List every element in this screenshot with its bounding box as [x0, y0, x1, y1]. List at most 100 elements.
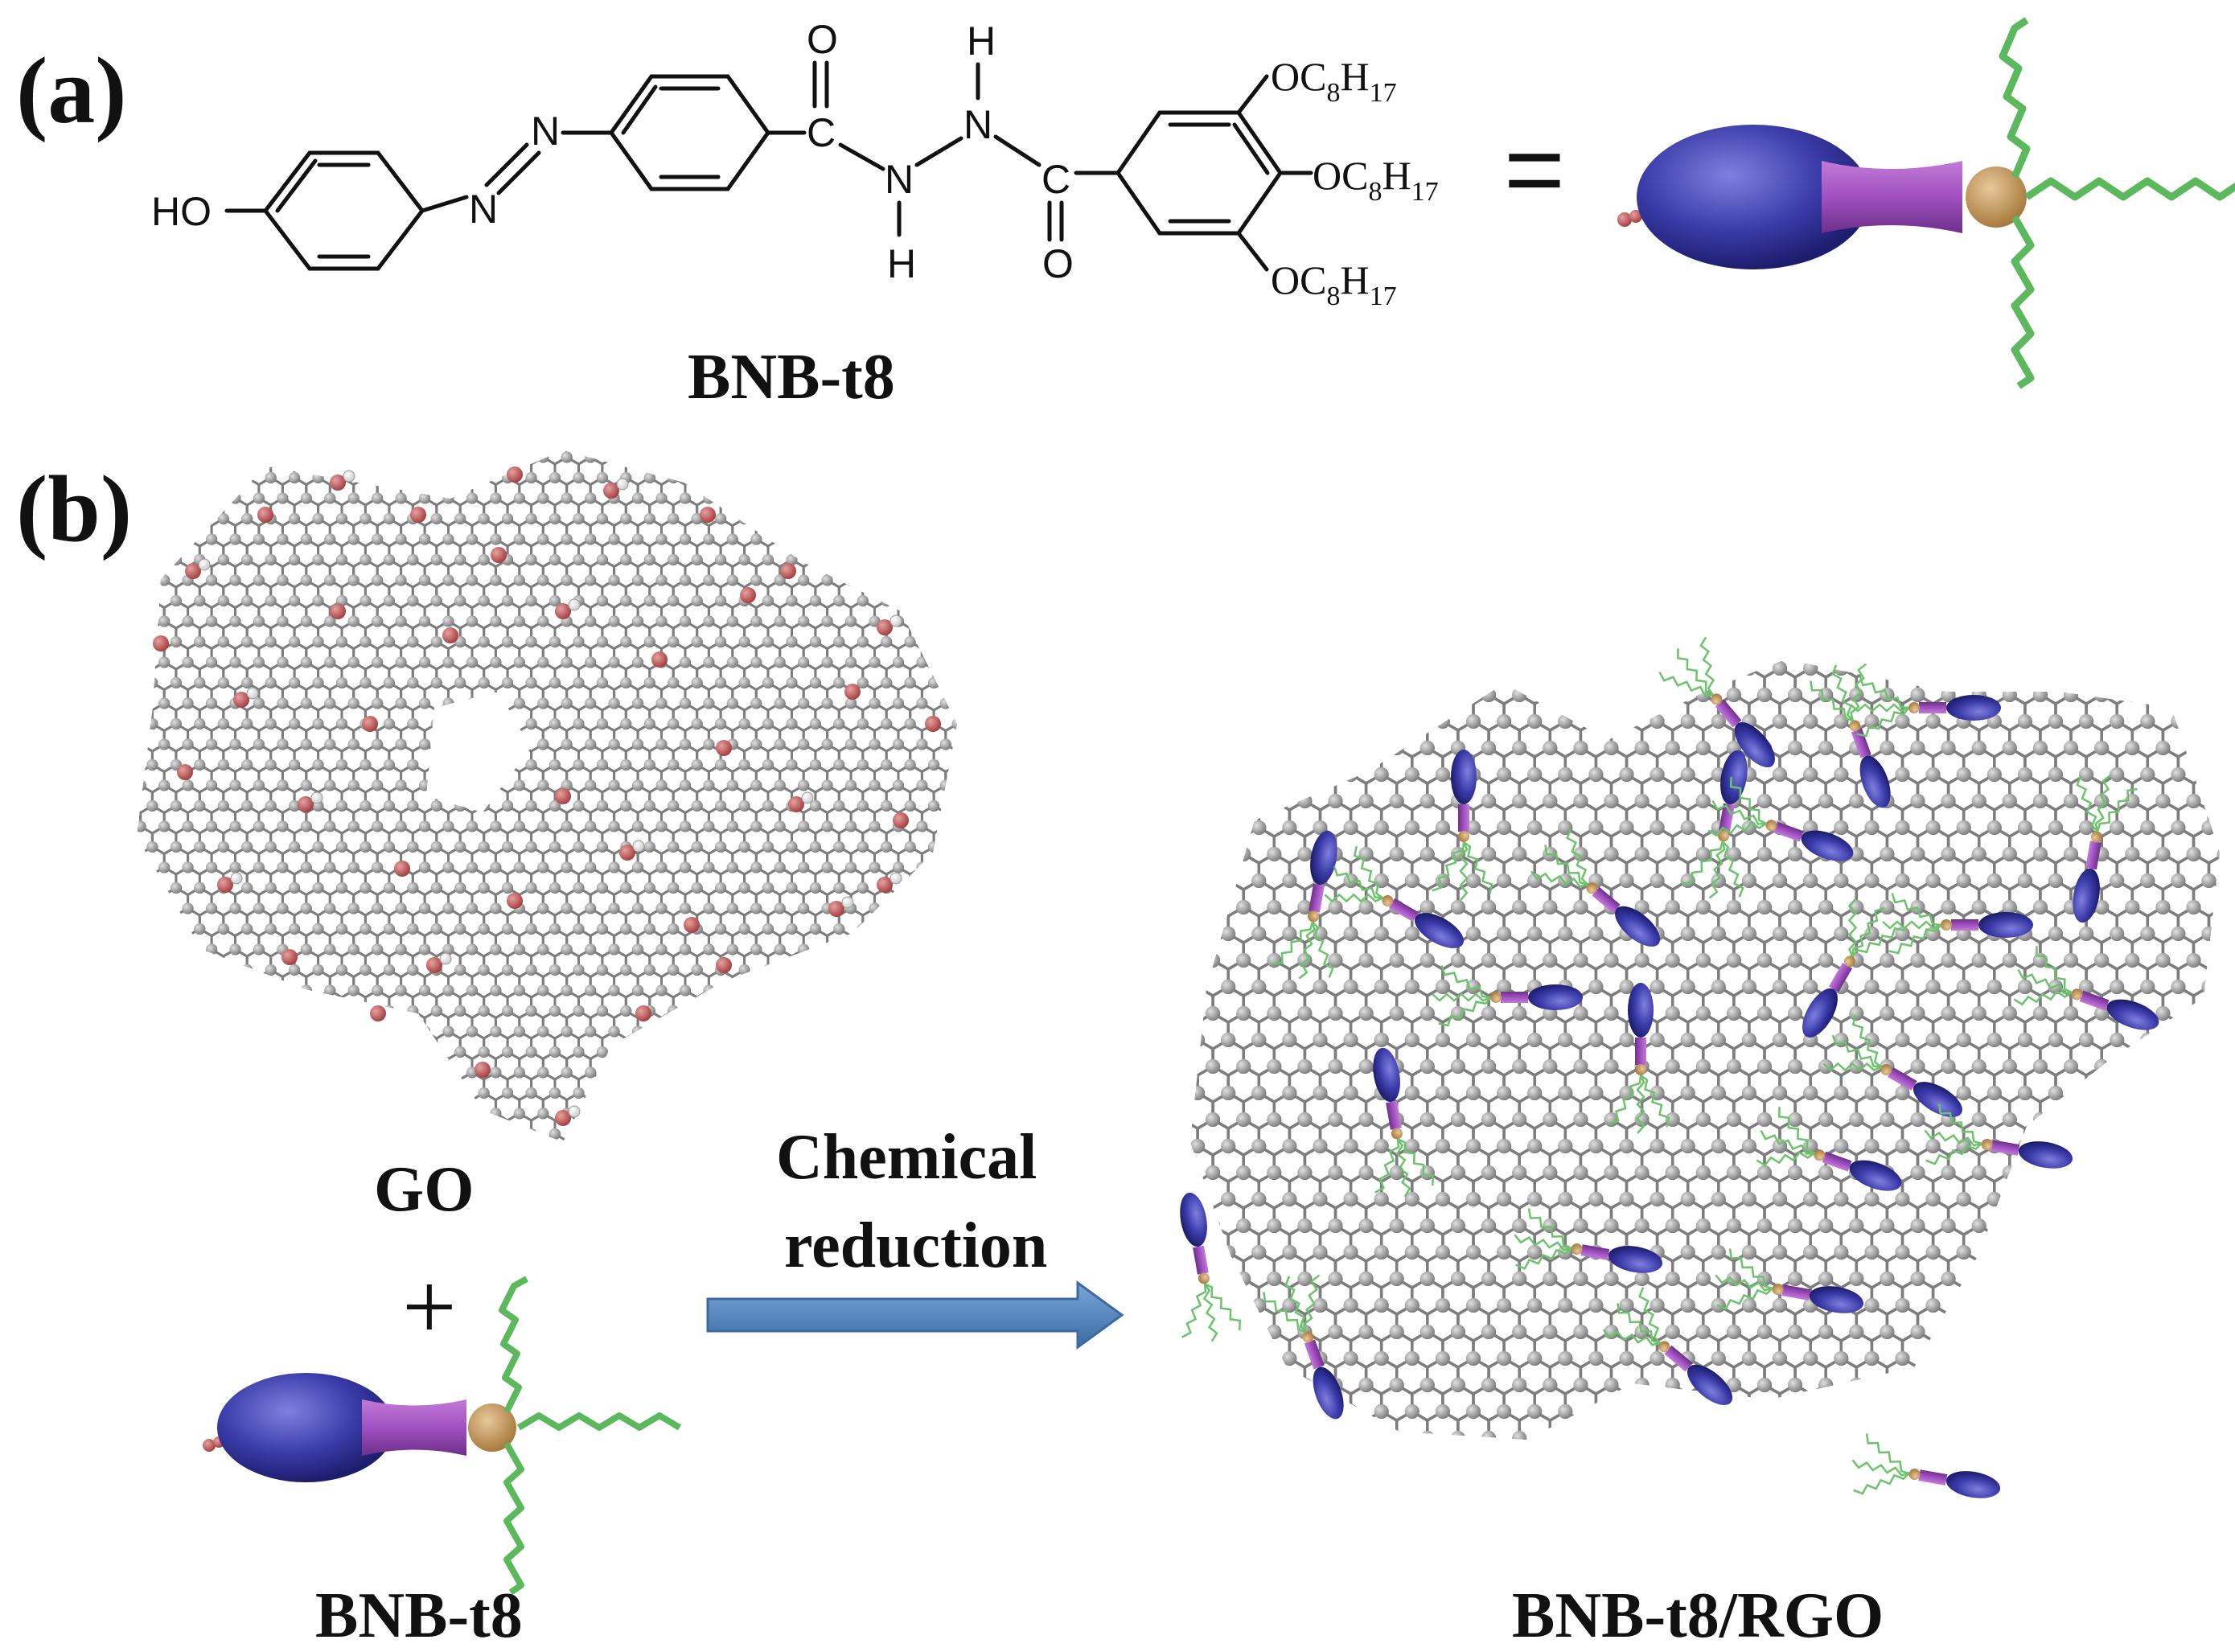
adsorbed-molecule: [1514, 1208, 1663, 1273]
oxygen-atom: [716, 957, 732, 973]
adsorbed-molecule: [1602, 1287, 1733, 1405]
adsorbed-molecule: [1324, 845, 1464, 948]
plus-sign: +: [402, 1253, 457, 1360]
hydrazide-linker: [1822, 161, 1962, 233]
oxygen-atom: [651, 651, 668, 668]
adsorbed-molecule: [1530, 828, 1661, 947]
arrow-label-line1: Chemical: [776, 1122, 1037, 1193]
adsorbed-molecule: [1810, 663, 1891, 808]
oxygen-atom: [185, 563, 201, 579]
oxygen-atom: [330, 603, 346, 619]
atom-n-hydrazide-1: N: [885, 157, 914, 202]
adsorbed-molecule: [1882, 893, 2033, 955]
gallate-core: [1966, 166, 2027, 228]
oxygen-atom: [716, 740, 732, 756]
oxygen-atom: [684, 917, 700, 933]
adsorbed-molecule: [1608, 983, 1670, 1134]
atom-n-azo-2: N: [531, 109, 560, 154]
oxygen-atom: [844, 684, 861, 700]
molecule-name-label: BNB-t8: [688, 342, 895, 413]
rgo-sheet-model: [1180, 636, 2220, 1498]
oxygen-atom: [298, 796, 314, 812]
oxygen-atom: [442, 627, 458, 643]
oxygen-atom: [603, 483, 619, 499]
oxygen-atom: [780, 563, 796, 579]
atom-o-top: O: [807, 17, 838, 62]
oxygen-atom: [370, 1005, 386, 1021]
oxygen-atom: [740, 587, 756, 603]
oxygen-atom: [555, 603, 571, 619]
adsorbed-molecule: [1715, 1248, 1864, 1313]
arrow-shape: [706, 1280, 1124, 1350]
atom-n-hydrazide-2: N: [963, 102, 992, 147]
oxygen-atom: [233, 692, 249, 708]
atom-ho: HO: [151, 189, 212, 234]
oxygen-atom: [257, 507, 273, 523]
oxygen-atom: [619, 844, 635, 861]
go-sheet-model: [137, 450, 957, 1142]
adsorbed-molecule: [1756, 1107, 1902, 1191]
oxygen-atom: [555, 788, 571, 804]
oxygen-atom: [877, 877, 893, 893]
alkyl-chain: [2024, 177, 2235, 201]
atom-o-bottom: O: [1042, 241, 1074, 286]
adsorbed-bnb-t8-molecules: [1180, 636, 2159, 1498]
oxygen-atom: [153, 635, 169, 651]
adsorbed-molecule: [1272, 830, 1337, 980]
oxygen-atom: [410, 507, 426, 523]
substituent-oc8h17-top: OC8H17: [1271, 54, 1397, 108]
oxygen-atom: [394, 861, 410, 877]
go-carbon-lattice: [137, 450, 957, 1142]
atom-c-2: C: [1041, 157, 1070, 202]
gallate-ring: [1115, 110, 1284, 236]
oxygen-atom: [426, 957, 442, 973]
adsorbed-molecule: [2073, 774, 2138, 923]
go-label: GO: [374, 1154, 474, 1225]
equals-sign: =: [1504, 110, 1565, 228]
oxygen-atom: [475, 1062, 491, 1078]
arrow-label-line2: reduction: [784, 1210, 1047, 1281]
adsorbed-molecule: [1802, 898, 1905, 1038]
oxygen-atom: [555, 1110, 571, 1126]
oxygen-atom: [217, 877, 233, 893]
reactant-label: BNB-t8: [315, 1580, 523, 1651]
adsorbed-molecule: [1850, 676, 2001, 738]
bnb-t8-schematic-a: [1617, 17, 2235, 389]
oxygen-atom: [491, 547, 507, 563]
product-label: BNB-t8/RGO: [1512, 1580, 1884, 1651]
panel-a: (a) HO N N C O: [16, 17, 2235, 413]
adsorbed-molecule: [1924, 1103, 2073, 1169]
adsorbed-molecule: [1373, 1047, 1435, 1198]
oxygen-atom: [281, 949, 298, 965]
oxygen-atom: [893, 812, 909, 828]
alkyl-chain: [2011, 215, 2035, 389]
atom-h-2: H: [967, 18, 996, 64]
go-sheet-hole: [426, 692, 531, 812]
oxygen-atom: [507, 466, 523, 483]
adsorbed-molecule: [1180, 1192, 1242, 1342]
oxygen-atom: [925, 716, 941, 732]
bnb-t8-structure: HO N N C O N: [151, 17, 1439, 311]
oxygen-atom: [507, 893, 523, 909]
azo-head-ellipse: [1637, 125, 1870, 269]
oxygen-atom: [362, 716, 378, 732]
reduction-arrow: Chemical reduction: [706, 1122, 1124, 1350]
alkyl-chain: [1999, 17, 2031, 179]
substituent-oc8h17-middle: OC8H17: [1313, 153, 1439, 207]
benzene-ring-2: [608, 74, 771, 191]
adsorbed-molecule: [1658, 636, 1775, 768]
oxygen-atom: [700, 507, 716, 523]
atom-h-1: H: [887, 241, 916, 286]
oxygen-atom: [788, 796, 804, 812]
rgo-carbon-lattice: [1190, 660, 2220, 1440]
adsorbed-molecule: [1707, 777, 1854, 861]
panel-b: (b) GO + BNB-t8 Chemical reduction: [16, 450, 2220, 1651]
atom-c-1: C: [807, 110, 836, 155]
adsorbed-molecule: [1263, 1274, 1344, 1420]
substituent-oc8h17-bottom: OC8H17: [1271, 257, 1397, 311]
oxygen-atom: [828, 901, 844, 917]
adsorbed-molecule: [1822, 1014, 1962, 1117]
oxygen-atom: [330, 475, 346, 491]
oxygen-atom: [635, 1005, 651, 1021]
